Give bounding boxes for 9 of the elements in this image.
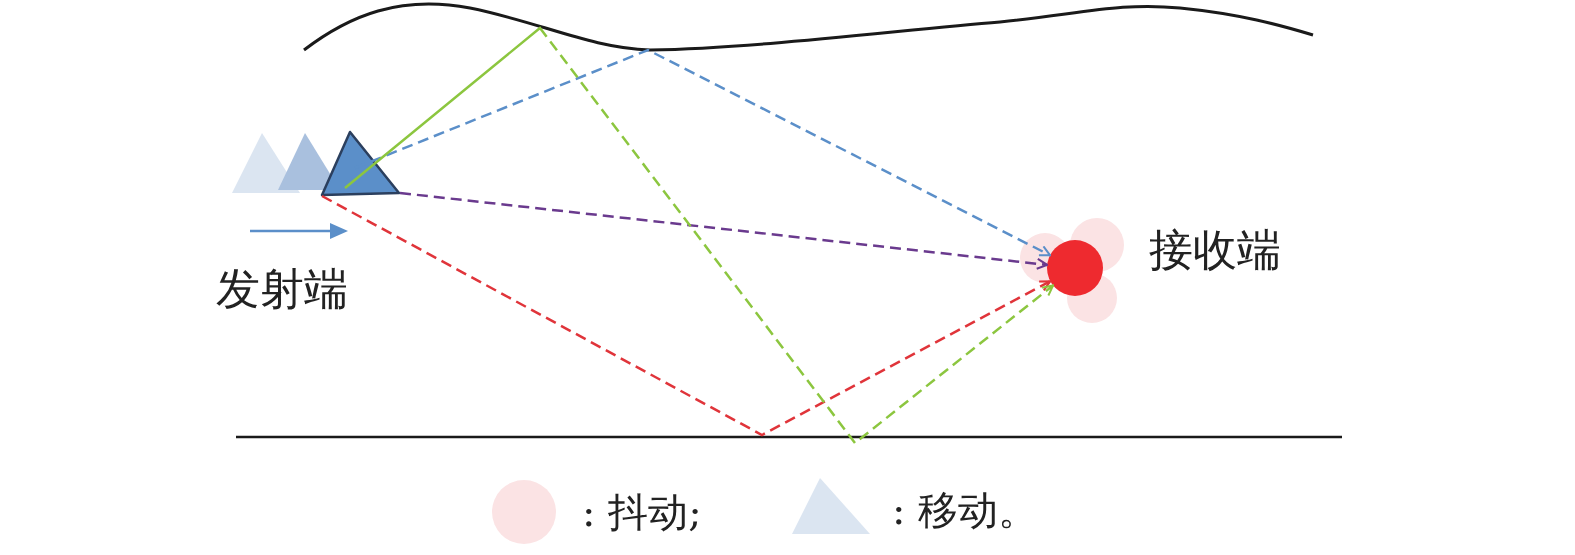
receiver-circle bbox=[1047, 240, 1103, 296]
legend-text: : 移动。 bbox=[892, 490, 1039, 530]
legend-text: : 抖动; bbox=[582, 492, 702, 532]
transmitter-triangle bbox=[322, 131, 400, 196]
signal-ray bbox=[321, 194, 1052, 437]
node-label: 接收端 bbox=[1149, 228, 1281, 272]
signal-ray bbox=[399, 191, 1049, 270]
node-label: 发射端 bbox=[216, 267, 348, 311]
signal-ray bbox=[344, 26, 1055, 445]
